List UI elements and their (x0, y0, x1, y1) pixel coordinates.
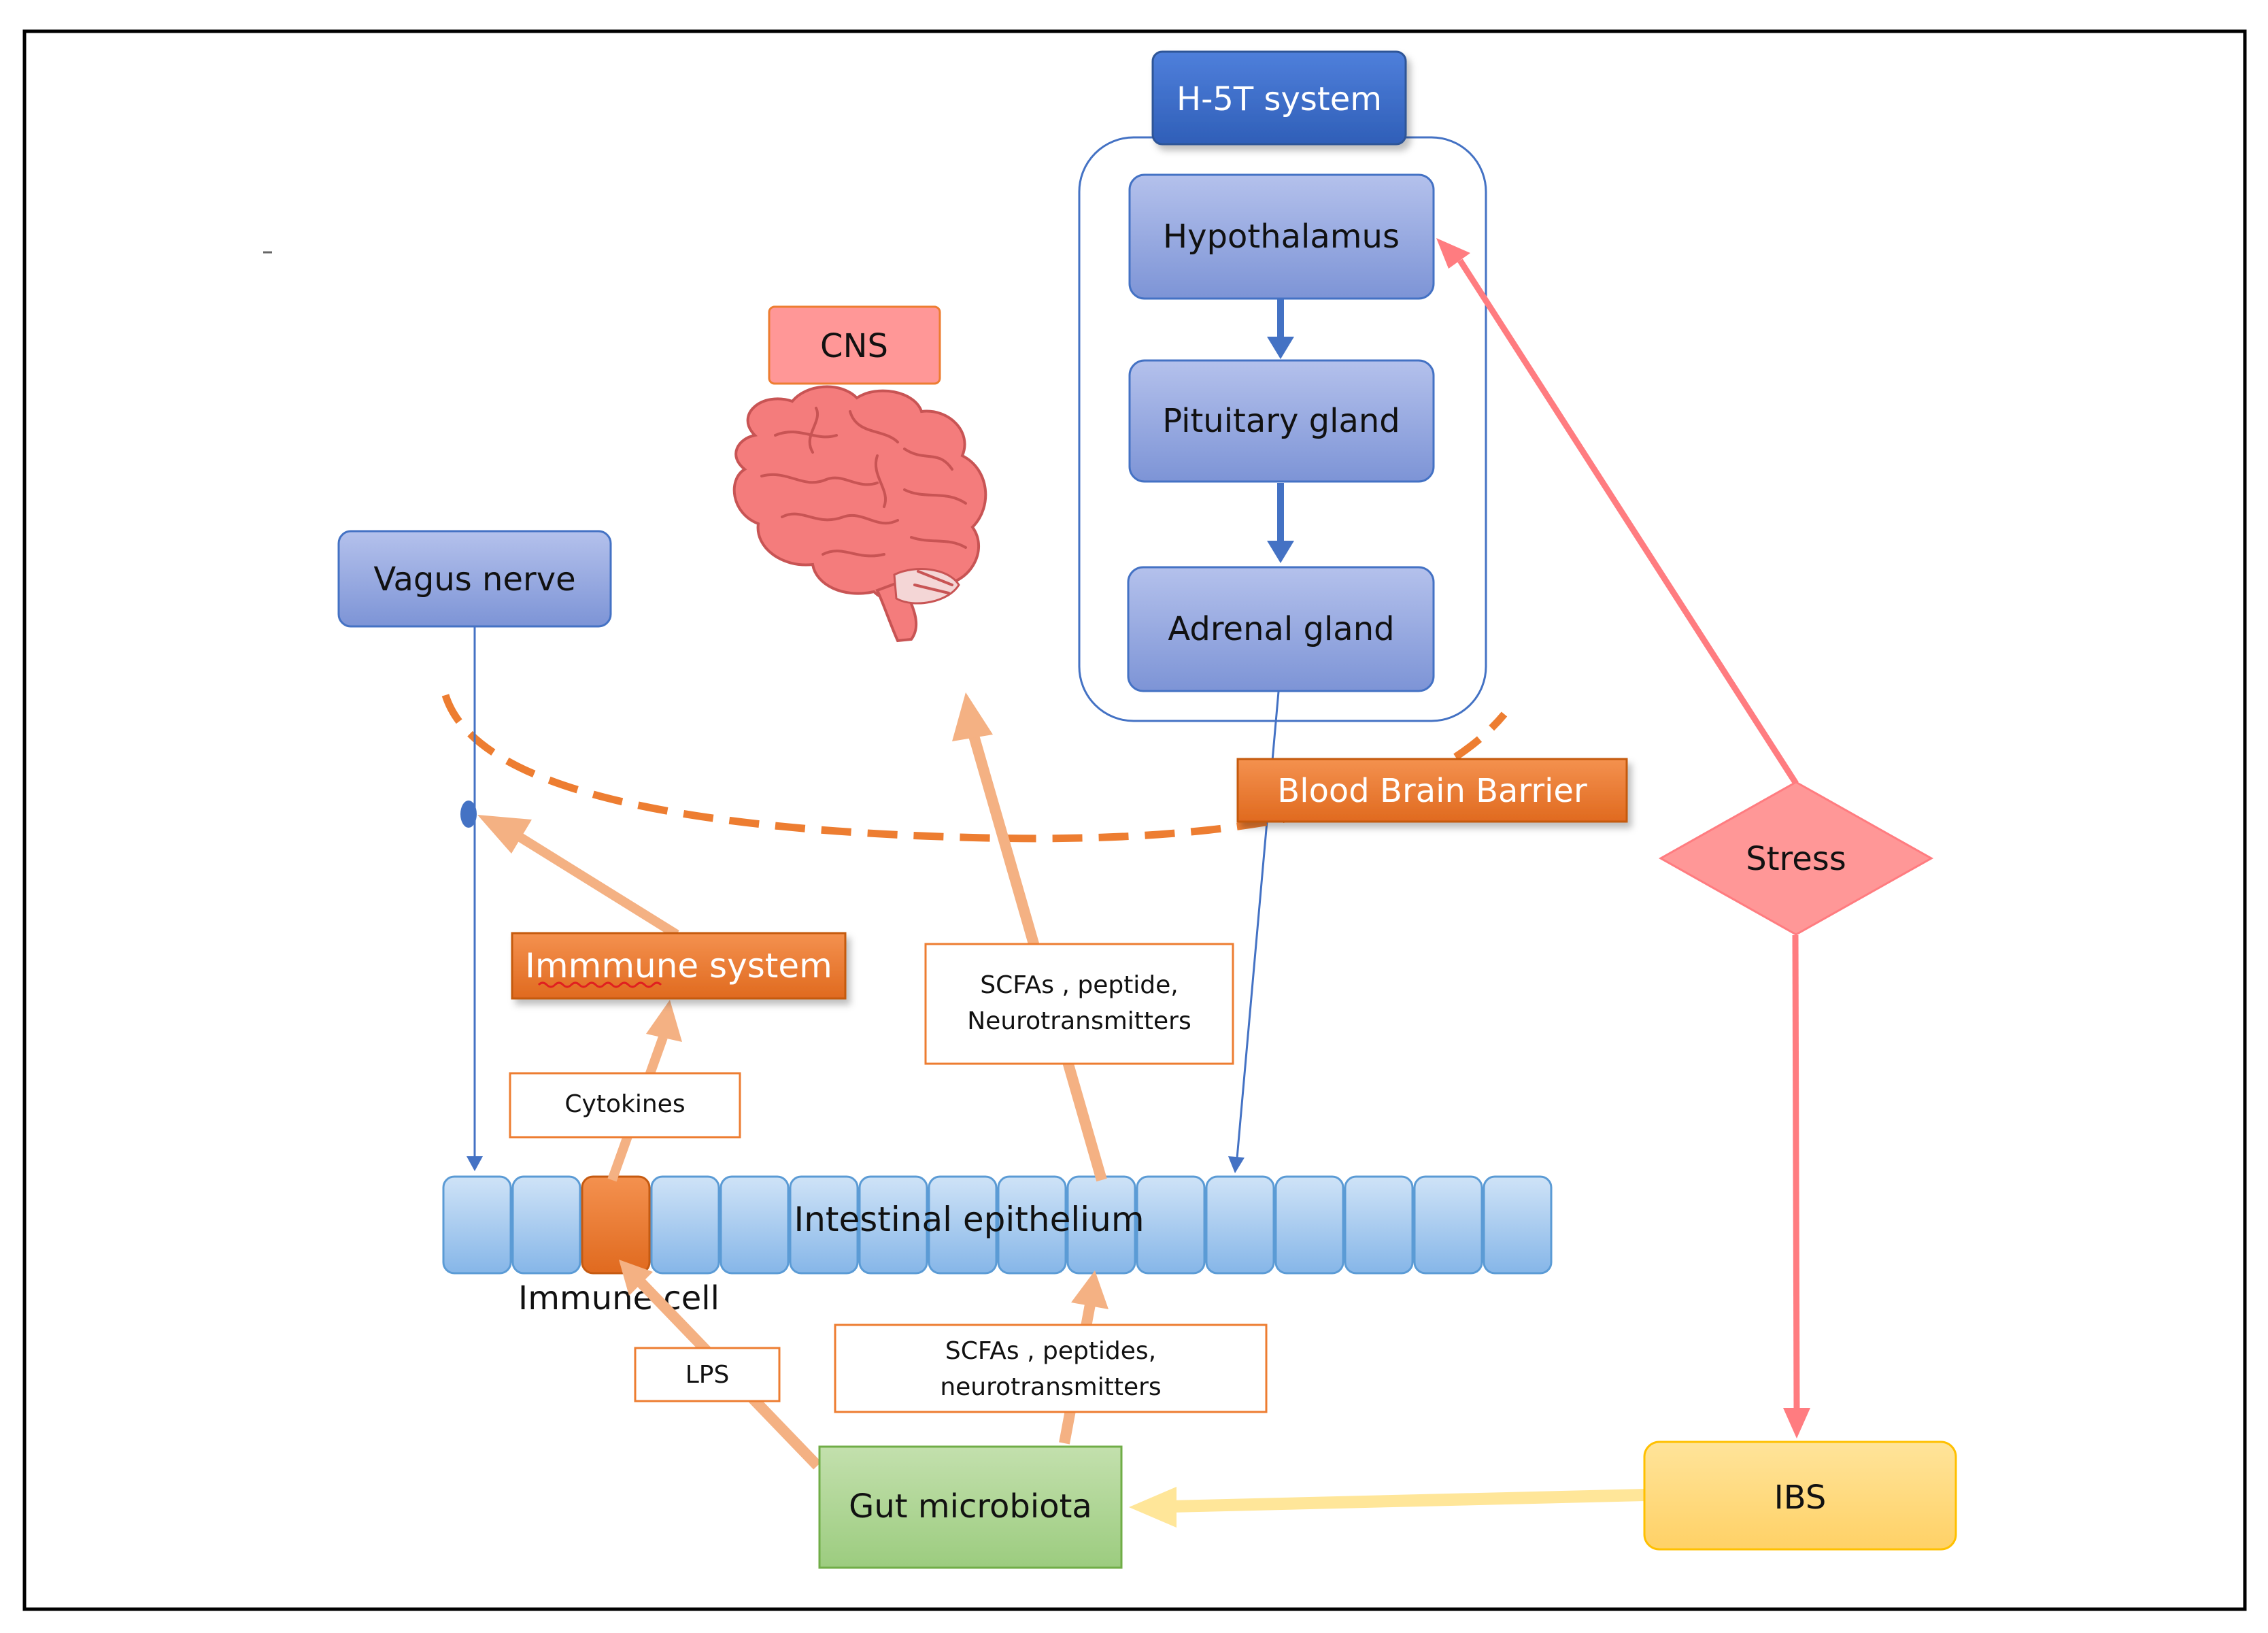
adrenal-box (1127, 566, 1435, 692)
hypothalamus-box (1128, 173, 1435, 300)
epithelial-cell (720, 1175, 790, 1275)
brain-icon (732, 385, 987, 643)
scfa-upper-box (924, 943, 1234, 1065)
stress-diamond (1658, 781, 1934, 936)
vagus-nerve-label: Vagus nerve (373, 560, 575, 599)
cytokines-label: Cytokines (564, 1090, 685, 1118)
vagus-arrowhead (467, 1156, 483, 1171)
cns-box (768, 305, 941, 385)
epithelial-cell (789, 1175, 859, 1275)
scfa-lower-line2: neurotransmitters (940, 1373, 1161, 1401)
epithelial-cell (1413, 1175, 1483, 1275)
immune-cell (581, 1175, 651, 1275)
blood-brain-barrier-box (1236, 758, 1628, 823)
adrenal-label: Adrenal gland (1168, 610, 1394, 648)
gut-microbiota-box (818, 1445, 1123, 1569)
hpa-arrows (1267, 299, 1294, 563)
ibs-label: IBS (1774, 1479, 1827, 1517)
epithelial-cell (1136, 1175, 1206, 1275)
epithelial-cell (1274, 1175, 1344, 1275)
hpa-system-title: H-5T system (1177, 80, 1382, 118)
spellcheck-underline (537, 981, 662, 988)
adrenal-arrowhead (1228, 1156, 1245, 1173)
pituitary-box (1128, 359, 1435, 483)
cytokines-box (509, 1072, 741, 1139)
immune-cell-label: Immune cell (518, 1279, 720, 1317)
epithelial-cell (997, 1175, 1067, 1275)
intestinal-epithelium (442, 1175, 1553, 1275)
hypothalamus-label: Hypothalamus (1163, 218, 1400, 256)
ibs-to-microbiota-arrow (1169, 1489, 1646, 1513)
epithelial-cell (1483, 1175, 1553, 1275)
scfa-upper-line2: Neurotransmitters (967, 1007, 1191, 1035)
scfa-upper-line1: SCFAs , peptide, (980, 971, 1179, 999)
epithelial-cell (928, 1175, 998, 1275)
epithelial-cell (1344, 1175, 1414, 1275)
ibs-box (1643, 1441, 1957, 1551)
epithelium-label: Intestinal epithelium (794, 1200, 1144, 1239)
epithelial-cell (511, 1175, 581, 1275)
epithelial-cell (1205, 1175, 1275, 1275)
vagus-nerve-ending (460, 801, 477, 828)
epithelial-cell (442, 1175, 512, 1275)
immune-system-label: Immmune system (525, 946, 832, 986)
stress-label: Stress (1746, 840, 1846, 878)
hpa-system-header (1151, 50, 1407, 146)
pink-arrows (1436, 238, 1810, 1438)
blood-brain-barrier-label: Blood Brain Barrier (1277, 772, 1587, 810)
epithelial-cell (650, 1175, 720, 1275)
scfa-lower-box (834, 1324, 1268, 1413)
lps-label: LPS (686, 1361, 730, 1389)
gut-microbiota-label: Gut microbiota (849, 1487, 1092, 1526)
pituitary-label: Pituitary gland (1162, 402, 1400, 440)
epithelial-cell (858, 1175, 928, 1275)
ibs-arrowhead (1129, 1487, 1177, 1528)
cns-label: CNS (820, 327, 888, 365)
lps-box (634, 1347, 781, 1402)
scfa-lower-line1: SCFAs , peptides, (945, 1337, 1156, 1365)
